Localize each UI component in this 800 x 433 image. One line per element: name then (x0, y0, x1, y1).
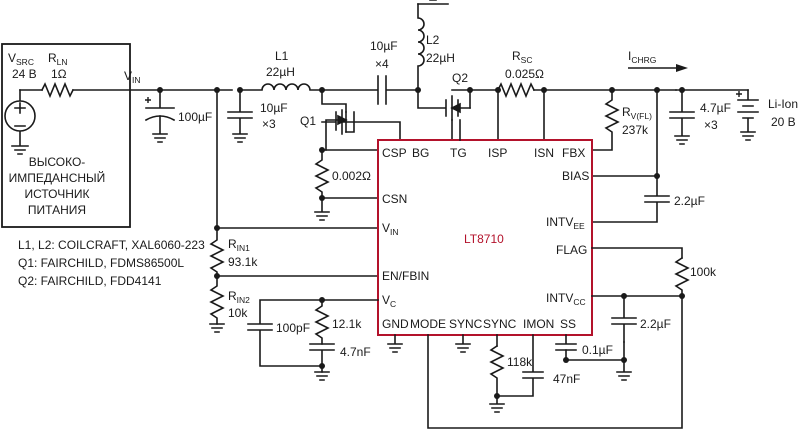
battery-icon (736, 89, 759, 141)
pin-flag: FLAG (556, 243, 587, 257)
l2-inductor (417, 3, 425, 91)
q2-label: Q2 (452, 71, 468, 85)
pin-en-fbin: EN/FBIN (382, 269, 429, 283)
out-caps-count: ×3 (704, 118, 718, 132)
l1-value: 22µH (266, 65, 295, 79)
ic-body (377, 139, 593, 336)
q1-label: Q1 (300, 114, 316, 128)
pin-sync-2: SYNC (483, 317, 517, 331)
imon-cap-label: 47nF (553, 372, 580, 386)
rln-resistor (40, 81, 75, 99)
rv-resistor (591, 89, 620, 151)
pin-imon: IMON (523, 317, 554, 331)
comp-resistor (314, 299, 330, 345)
rsc-value: 0.025Ω (505, 67, 544, 81)
pin-gnd: GND (382, 317, 409, 331)
vsrc-value: 24 В (12, 67, 37, 81)
source-desc-3: ИСТОЧНИК (24, 187, 89, 201)
vsrc-label: VSRC (8, 51, 34, 67)
battery-voltage: 20 В (771, 115, 796, 129)
ichrg-label: ICHRG (628, 49, 656, 65)
rv-label: RV(FL) (622, 105, 652, 121)
comp-cap2-label: 4.7nF (340, 345, 371, 359)
pin-bg: BG (412, 146, 429, 160)
note-line-1: L1, L2: COILCRAFT, XAL6060-223 (18, 238, 205, 252)
out-caps-value: 4.7µF (700, 101, 731, 115)
pin-isn: ISN (534, 146, 554, 160)
source-desc-4: ПИТАНИЯ (28, 203, 86, 217)
l1-inductor (239, 83, 323, 91)
pin-intvee: INTVEE (546, 215, 585, 231)
vin-label: VIN (124, 69, 141, 85)
pin-sync-1: SYNC (449, 317, 483, 331)
rin1-label: RIN1 (228, 237, 250, 253)
l2-name: L2 (426, 33, 440, 47)
rln-label: RLN (48, 51, 68, 67)
rin2-value: 10k (228, 306, 248, 320)
l2-value: 22µH (426, 51, 455, 65)
source-desc-2: ИМПЕДАНСНЫЙ (9, 170, 106, 185)
rin1-resistor (209, 227, 225, 277)
rsc-label: RSC (512, 49, 532, 65)
pin-fbx: FBX (562, 146, 585, 160)
ss-cap-label: 0.1µF (582, 343, 613, 357)
rsc-resistor (496, 81, 536, 99)
source-desc-1: ВЫСОКО- (29, 155, 86, 169)
rv-value: 237k (622, 123, 649, 137)
note-line-3: Q2: FAIRCHILD, FDD4141 (18, 274, 162, 288)
input-caps-count: ×3 (262, 117, 276, 131)
pin-csp: CSP (382, 146, 407, 160)
input-caps-value: 10µF (260, 101, 288, 115)
pin-intvcc: INTVCC (546, 291, 586, 307)
q2-transistor (417, 89, 471, 141)
comp-cap1-label: 100pF (276, 321, 310, 335)
vin-cap-label: 100µF (178, 110, 212, 124)
source-box (1, 43, 131, 228)
coupling-cap-value: 10µF (370, 39, 398, 53)
bias-cap-label: 2.2µF (674, 194, 705, 208)
imon-res-label: 118k (507, 355, 533, 369)
pin-tg: TG (450, 146, 467, 160)
flag-res-label: 100k (690, 265, 717, 279)
rin2-resistor (209, 275, 225, 325)
coupling-cap-count: ×4 (375, 57, 389, 71)
l1-name: L1 (275, 49, 289, 63)
pin-bias: BIAS (562, 169, 589, 183)
flag-resistor (674, 256, 690, 297)
sense-resistor (314, 149, 330, 199)
pin-mode: MODE (410, 317, 446, 331)
pin-isp: ISP (488, 146, 507, 160)
voltage-source-icon (4, 89, 36, 155)
pin-ss: SS (560, 317, 576, 331)
imon-resistor (489, 344, 505, 397)
note-line-2: Q1: FAIRCHILD, FDMS86500L (18, 256, 184, 270)
rin2-label: RIN2 (228, 289, 250, 305)
pin-vc: VC (382, 293, 396, 309)
rin1-value: 93.1k (228, 255, 258, 269)
ic-name: LT8710 (464, 232, 504, 246)
sense-res-label: 0.002Ω (332, 169, 371, 183)
q1-transistor (321, 89, 401, 151)
pin-vin: VIN (382, 221, 399, 237)
battery-type: Li-Ion (768, 97, 798, 111)
rln-value: 1Ω (51, 67, 67, 81)
comp-res-label: 12.1k (332, 317, 362, 331)
intvcc-cap-label: 2.2µF (640, 317, 671, 331)
pin-csn: CSN (382, 192, 407, 206)
